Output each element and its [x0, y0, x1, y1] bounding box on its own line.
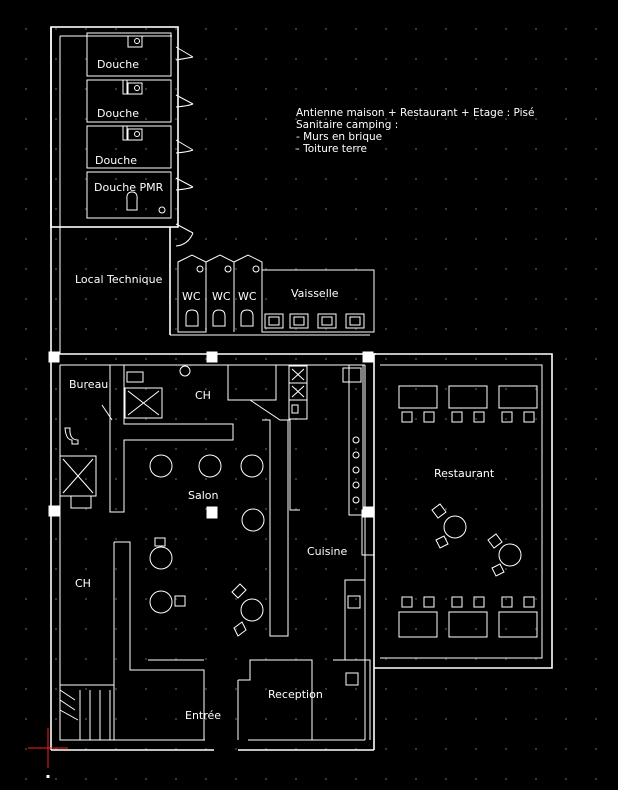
label-wc-1: WC: [182, 290, 201, 303]
vaisselle-room: [261, 269, 375, 333]
label-vaisselle: Vaisselle: [291, 287, 339, 300]
label-restaurant: Restaurant: [434, 467, 495, 480]
label-reception: Reception: [268, 688, 323, 701]
restaurant-wing: [374, 353, 553, 669]
wc-cabin-2: [205, 254, 235, 332]
label-salon: Salon: [188, 489, 219, 502]
label-ch-1: CH: [195, 389, 211, 402]
douche-cell-3: [86, 125, 172, 169]
note-line-1: Antienne maison + Restaurant + Etage : P…: [296, 107, 535, 119]
douche-pmr-cell: [86, 171, 172, 219]
label-douche-pmr: Douche PMR: [94, 181, 164, 194]
note-line-4: - Toiture terre: [296, 143, 368, 155]
staircase: [59, 684, 115, 741]
label-douche-1: Douche: [97, 58, 139, 71]
cad-crosshair-cursor: [28, 728, 68, 778]
douche-cell-2: [86, 79, 172, 123]
room-labels: Douche Douche Douche Douche PMR Local Te…: [69, 58, 495, 722]
note-line-2: Sanitaire camping :: [296, 119, 399, 131]
sanitary-outer-wall: [50, 26, 179, 228]
label-ch-2: CH: [75, 577, 91, 590]
label-douche-3: Douche: [95, 154, 137, 167]
label-douche-2: Douche: [97, 107, 139, 120]
sanitary-block: [50, 26, 375, 360]
note-line-3: - Murs en brique: [296, 131, 383, 143]
wc-cabin-1: [177, 254, 207, 333]
douche-cell-1: [86, 32, 172, 77]
label-entree: Entrée: [185, 709, 221, 722]
label-wc-2: WC: [212, 290, 231, 303]
plan-notes: Antienne maison + Restaurant + Etage : P…: [296, 107, 534, 155]
label-wc-3: WC: [238, 290, 257, 303]
label-bureau: Bureau: [69, 378, 108, 391]
main-house-walls: [48, 351, 376, 751]
label-local-technique: Local Technique: [75, 273, 163, 286]
label-cuisine: Cuisine: [307, 545, 347, 558]
